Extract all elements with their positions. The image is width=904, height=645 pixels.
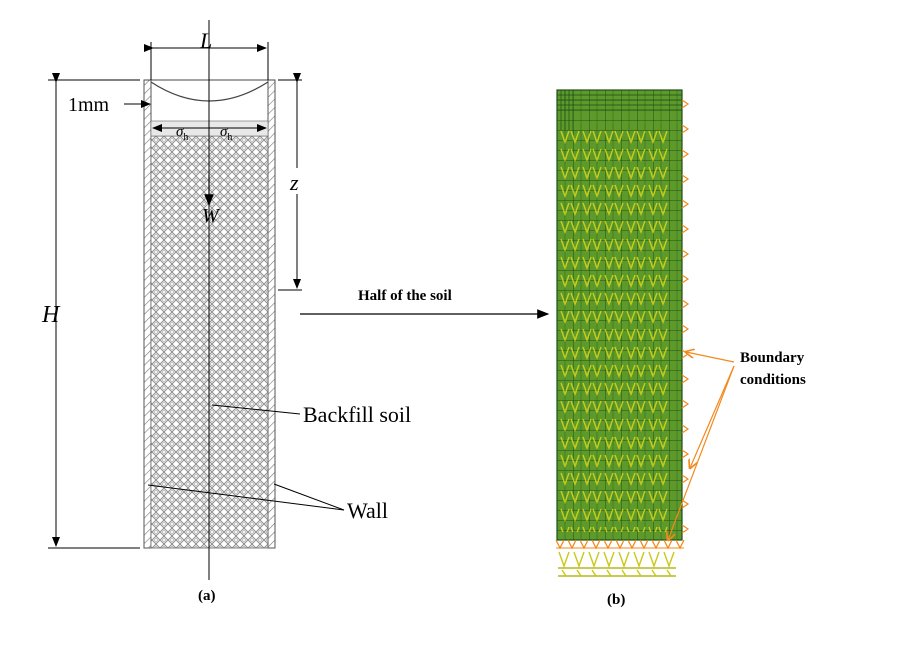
width-label: L <box>199 28 212 53</box>
stress-label-right: σh <box>220 124 232 143</box>
boundary-label-line1: Boundary <box>740 350 805 366</box>
backfill-leader <box>211 404 301 415</box>
gap-label: 1mm <box>68 94 110 116</box>
half-soil-arrow-group: Half of the soil <box>300 288 550 319</box>
load-symbols <box>559 128 669 532</box>
boundary-label-line2: conditions <box>740 372 806 388</box>
wall-leader-left <box>147 484 345 511</box>
depth-label: z <box>289 170 299 195</box>
caption-b: (b) <box>607 592 625 608</box>
panel-a: L H z 1mm σh σh W Backfill soil Wall (a) <box>41 20 411 604</box>
caption-a: (a) <box>198 588 216 604</box>
backfill-label: Backfill soil <box>303 402 411 427</box>
wall-leader-right <box>273 483 345 511</box>
boundary-leader-3 <box>668 365 735 540</box>
boundary-leader-2 <box>690 365 735 468</box>
boundary-symbols-right <box>681 99 690 534</box>
half-soil-label: Half of the soil <box>358 288 452 304</box>
support-symbols <box>558 551 676 577</box>
weight-label: W <box>202 205 221 227</box>
height-label: H <box>41 302 61 328</box>
boundary-leader-1 <box>686 352 735 363</box>
stress-label-left: σh <box>176 124 188 143</box>
left-wall <box>143 79 152 549</box>
panel-b: Boundary conditions (b) <box>555 89 806 608</box>
wall-label: Wall <box>347 498 388 523</box>
right-wall <box>267 79 276 549</box>
mesh-refined-top <box>557 90 682 130</box>
boundary-symbols-bottom <box>555 539 685 550</box>
